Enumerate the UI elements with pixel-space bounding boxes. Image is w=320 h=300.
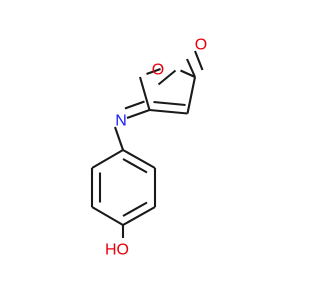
bond-c2-c3 [138,76,151,111]
bond-c-n-double [124,100,145,110]
ring-oxygen-label: O [152,62,164,79]
bond-carbonyl-2 [194,50,204,71]
bond-n-aryl [114,126,124,151]
bond-ar-6 [122,149,156,169]
molecule-diagram: O O N HO [90,37,207,259]
bond-ar-3 [91,206,124,226]
bond-c-n-single [126,109,150,119]
phenol-ring [90,149,157,238]
hydroxyl-label: HO [105,242,129,259]
carbonyl-group [186,50,204,78]
carbonyl-oxygen-label: O [195,37,207,54]
bond-ar-4-inner [122,201,148,217]
imine-group [114,100,150,151]
imine-nitrogen-label: N [115,113,127,130]
bond-c4-c5 [186,76,197,114]
bond-ar-6-inner [122,158,148,174]
bond-c3-c4-single [149,108,188,115]
bond-c5-o-ring [180,69,196,78]
bond-c3-c4-double [153,100,186,107]
furanone-ring [138,68,197,115]
bond-ar-4 [122,206,156,226]
bond-o1-c2 [157,69,177,86]
bond-o1-c5 [146,68,161,75]
bond-carbonyl-1 [186,58,196,78]
bond-ar-1 [91,149,124,169]
